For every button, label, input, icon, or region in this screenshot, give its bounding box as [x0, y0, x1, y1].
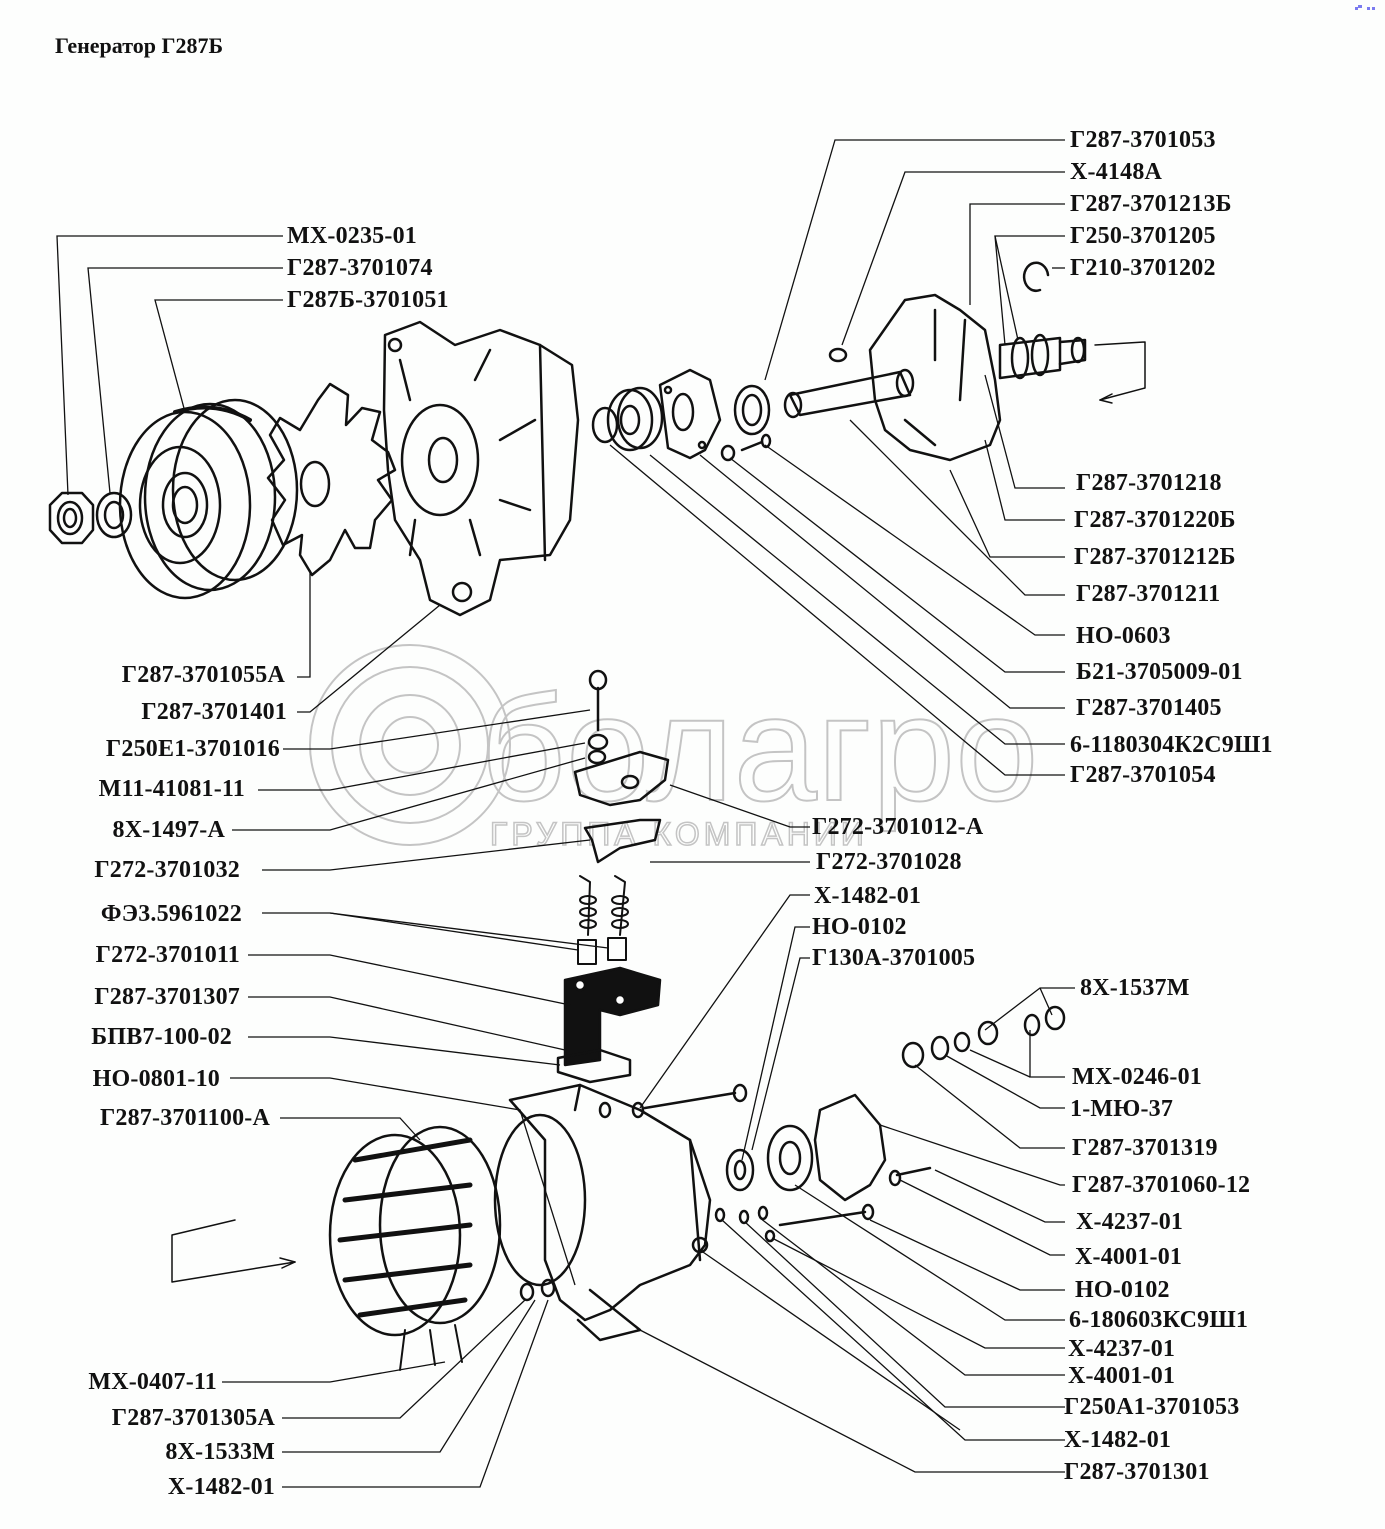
part-label[interactable]: Г272-3701032 [94, 857, 240, 883]
rear-housing[interactable] [493, 1083, 712, 1342]
part-label[interactable]: Г287-3701405 [1076, 695, 1222, 721]
part-label[interactable]: Х-1482-01 [167, 1474, 275, 1500]
part-label[interactable]: МХ-0407-11 [88, 1369, 217, 1395]
part-label[interactable]: Г287-3701211 [1076, 581, 1221, 607]
part-label[interactable]: 8Х-1497-А [112, 817, 225, 843]
circlip-icon[interactable] [1022, 261, 1050, 292]
part-label[interactable]: Х-4001-01 [1068, 1363, 1176, 1389]
part-label[interactable]: Г287-3701213Б [1070, 191, 1232, 217]
part-label[interactable]: Г287-3701055А [121, 662, 285, 688]
part-label[interactable]: 8Х-1533М [165, 1439, 275, 1465]
part-label[interactable]: Г287-3701401 [141, 699, 287, 725]
part-label[interactable]: Г210-3701202 [1070, 255, 1216, 281]
hex-nut-icon[interactable] [48, 491, 95, 545]
rotor-claw-poles[interactable] [828, 293, 1002, 462]
watermark-logo-ring [381, 716, 439, 774]
part-label[interactable]: МХ-0246-01 [1072, 1064, 1202, 1090]
through-bolt-top[interactable] [631, 1083, 748, 1119]
part-label[interactable]: Г272-3701028 [816, 849, 962, 875]
brush-clip[interactable] [583, 818, 662, 864]
part-label[interactable]: Х-1482-01 [1064, 1427, 1172, 1453]
part-label[interactable]: Г287-3701212Б [1074, 544, 1236, 570]
spring-washer-icon[interactable] [95, 491, 133, 539]
part-label[interactable]: МХ-0235-01 [287, 223, 417, 249]
stator-winding[interactable] [328, 1125, 502, 1371]
part-label[interactable]: НО-0102 [812, 914, 907, 940]
part-label[interactable]: НО-0102 [1075, 1277, 1170, 1303]
bearing-6-180603[interactable] [725, 1124, 814, 1192]
part-label[interactable]: БПВ7-100-02 [91, 1024, 232, 1050]
part-label[interactable]: Г287-3701307 [94, 984, 240, 1010]
brush-springs[interactable] [577, 875, 629, 965]
part-label[interactable]: Г287-3701053 [1070, 127, 1216, 153]
slip-rings[interactable] [998, 333, 1087, 380]
corner-mark-icon [1355, 5, 1375, 10]
watermark-logo-ring [331, 666, 489, 824]
part-label[interactable]: Г287-3701218 [1076, 470, 1222, 496]
page-title: Генератор Г287Б [55, 33, 223, 58]
rear-cover[interactable] [813, 1093, 887, 1202]
part-label[interactable]: Г287-3701301 [1064, 1459, 1210, 1485]
part-label[interactable]: Б21-3705009-01 [1076, 659, 1243, 685]
part-label[interactable]: Г287-3701100-А [99, 1105, 270, 1131]
part-label[interactable]: Г272-3701012-А [812, 814, 984, 840]
brush-holder-regulator[interactable] [556, 966, 662, 1084]
screw-and-washer[interactable] [720, 433, 772, 462]
part-label[interactable]: ФЭ3.5961022 [100, 901, 242, 927]
part-label[interactable]: Х-4001-01 [1075, 1244, 1183, 1270]
part-label[interactable]: 6-1180304К2С9Ш1 [1070, 732, 1273, 758]
bearing-cover-plate[interactable] [658, 368, 722, 460]
part-label[interactable]: Г250-3701205 [1070, 223, 1216, 249]
brush-holder-cover[interactable] [573, 750, 670, 807]
part-label[interactable]: Х-4237-01 [1076, 1209, 1184, 1235]
direction-arrow-icon [1094, 341, 1146, 404]
part-label[interactable]: Г287-3701060-12 [1072, 1172, 1251, 1198]
part-label[interactable]: Г250Е1-3701016 [105, 736, 280, 762]
part-label[interactable]: Г287-3701220Б [1074, 507, 1236, 533]
washers-bottom-left[interactable] [519, 1101, 612, 1302]
small-screws-bottom[interactable] [714, 1166, 932, 1243]
part-label[interactable]: НО-0801-10 [92, 1066, 220, 1092]
direction-arrow-icon [171, 1219, 296, 1283]
fan-impeller[interactable] [266, 382, 397, 577]
part-label[interactable]: НО-0603 [1076, 623, 1171, 649]
screw-g287-3701401[interactable] [587, 669, 609, 765]
part-label[interactable]: Г272-3701011 [95, 942, 240, 968]
rotor-shaft[interactable] [783, 368, 915, 419]
part-label[interactable]: Г287-3701074 [287, 255, 433, 281]
part-label[interactable]: Г287-3701054 [1070, 762, 1216, 788]
part-label[interactable]: 1-МЮ-37 [1070, 1096, 1174, 1122]
part-label[interactable]: Г250А1-3701053 [1064, 1394, 1240, 1420]
front-housing[interactable] [382, 320, 580, 617]
part-label[interactable]: Г287-3701305А [111, 1405, 275, 1431]
part-label[interactable]: Г287Б-3701051 [287, 287, 449, 313]
watermark-tagline: ГРУППА КОМПАНИИ [490, 816, 868, 852]
terminal-stack[interactable] [901, 1005, 1066, 1069]
spacer-ring[interactable] [733, 384, 771, 436]
watermark-logo-ring [309, 644, 511, 846]
part-label[interactable]: Г130А-3701005 [812, 945, 976, 971]
part-label[interactable]: 6-180603КС9Ш1 [1069, 1307, 1249, 1333]
part-label[interactable]: Х-4148А [1070, 159, 1163, 185]
part-label[interactable]: Г287-3701319 [1072, 1135, 1218, 1161]
bearing-6-1180304[interactable] [591, 386, 664, 452]
part-label[interactable]: Х-1482-01 [814, 883, 922, 909]
watermark-brand: болагро [480, 664, 1039, 832]
part-label[interactable]: 8Х-1537М [1080, 975, 1190, 1001]
part-label[interactable]: М11-41081-11 [98, 776, 245, 802]
part-label[interactable]: Х-4237-01 [1068, 1336, 1176, 1362]
